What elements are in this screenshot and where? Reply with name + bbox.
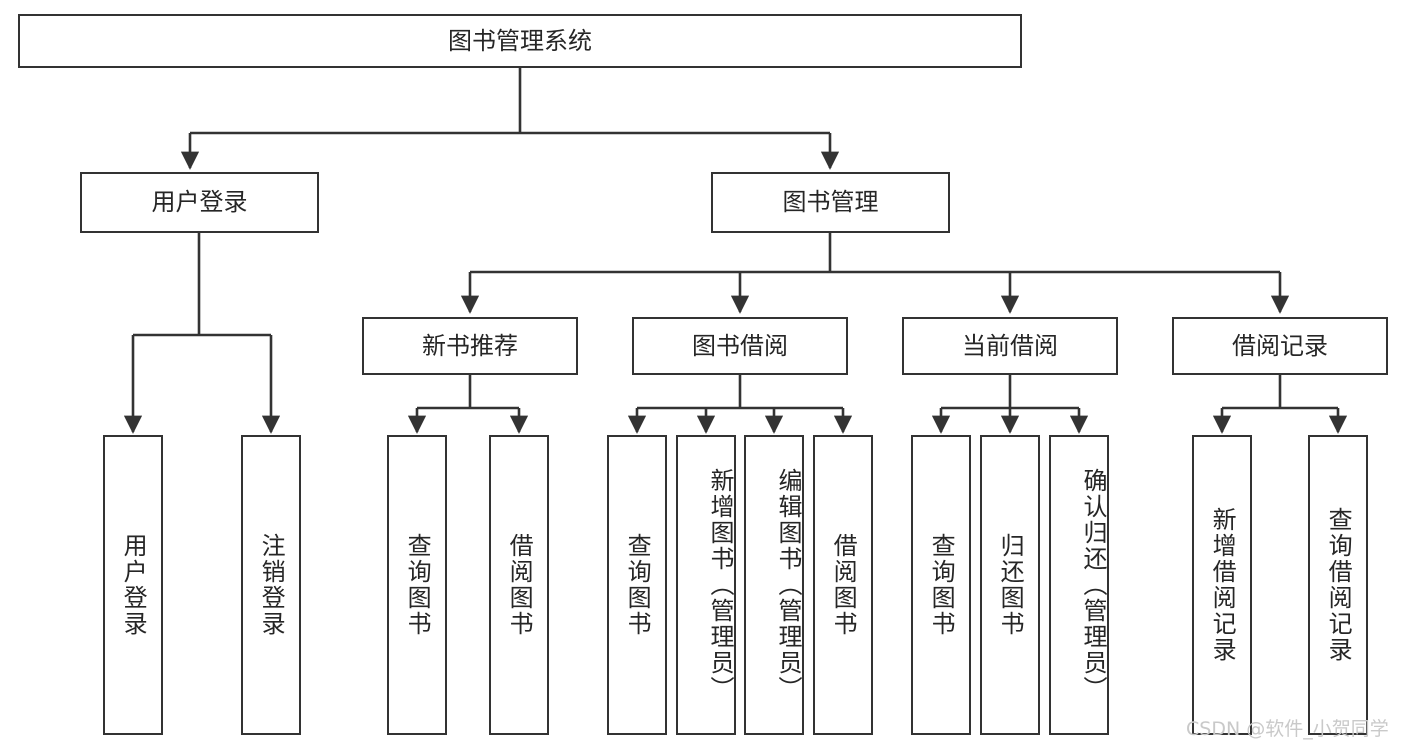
node-leaf-logout[interactable]: 注销登录	[241, 435, 301, 735]
node-leaf-edit-book[interactable]: 编辑图书（管理员）	[744, 435, 804, 735]
node-leaf-return-book-label: 归还图书	[996, 533, 1025, 637]
node-leaf-query-book-3-label: 查询图书	[927, 533, 956, 637]
node-leaf-query-record-label: 查询借阅记录	[1324, 507, 1353, 663]
node-leaf-borrow-book-2-label: 借阅图书	[829, 533, 858, 637]
node-root[interactable]: 图书管理系统	[18, 14, 1022, 68]
node-leaf-add-record[interactable]: 新增借阅记录	[1192, 435, 1252, 735]
node-leaf-user-login[interactable]: 用户登录	[103, 435, 163, 735]
node-leaf-query-book-3[interactable]: 查询图书	[911, 435, 971, 735]
node-current-borrow[interactable]: 当前借阅	[902, 317, 1118, 375]
node-book-management-label: 图书管理	[782, 188, 879, 217]
node-leaf-confirm-return-label: 确认归还（管理员）	[1079, 468, 1107, 702]
node-leaf-user-login-label: 用户登录	[119, 533, 148, 637]
node-user-login[interactable]: 用户登录	[80, 172, 319, 233]
node-leaf-query-book-1-label: 查询图书	[403, 533, 432, 637]
node-leaf-borrow-book-1[interactable]: 借阅图书	[489, 435, 549, 735]
node-borrow-record[interactable]: 借阅记录	[1172, 317, 1388, 375]
node-leaf-edit-book-label: 编辑图书（管理员）	[774, 468, 802, 702]
node-book-borrow[interactable]: 图书借阅	[632, 317, 848, 375]
node-root-label: 图书管理系统	[448, 26, 592, 55]
node-leaf-return-book[interactable]: 归还图书	[980, 435, 1040, 735]
node-leaf-query-book-2[interactable]: 查询图书	[607, 435, 667, 735]
node-leaf-add-record-label: 新增借阅记录	[1208, 507, 1237, 663]
node-new-book-recommend-label: 新书推荐	[422, 331, 518, 360]
node-leaf-query-record[interactable]: 查询借阅记录	[1308, 435, 1368, 735]
node-leaf-add-book[interactable]: 新增图书（管理员）	[676, 435, 736, 735]
node-leaf-confirm-return[interactable]: 确认归还（管理员）	[1049, 435, 1109, 735]
node-leaf-borrow-book-2[interactable]: 借阅图书	[813, 435, 873, 735]
node-leaf-add-book-label: 新增图书（管理员）	[706, 468, 734, 702]
watermark-text: CSDN @软件_小贺同学	[1186, 718, 1389, 740]
node-leaf-query-book-1[interactable]: 查询图书	[387, 435, 447, 735]
node-book-management[interactable]: 图书管理	[711, 172, 950, 233]
node-book-borrow-label: 图书借阅	[692, 331, 788, 360]
node-borrow-record-label: 借阅记录	[1232, 331, 1328, 360]
node-leaf-borrow-book-1-label: 借阅图书	[505, 533, 534, 637]
node-leaf-query-book-2-label: 查询图书	[623, 533, 652, 637]
node-new-book-recommend[interactable]: 新书推荐	[362, 317, 578, 375]
node-leaf-logout-label: 注销登录	[257, 533, 286, 637]
node-current-borrow-label: 当前借阅	[962, 331, 1058, 360]
node-user-login-label: 用户登录	[151, 188, 248, 217]
